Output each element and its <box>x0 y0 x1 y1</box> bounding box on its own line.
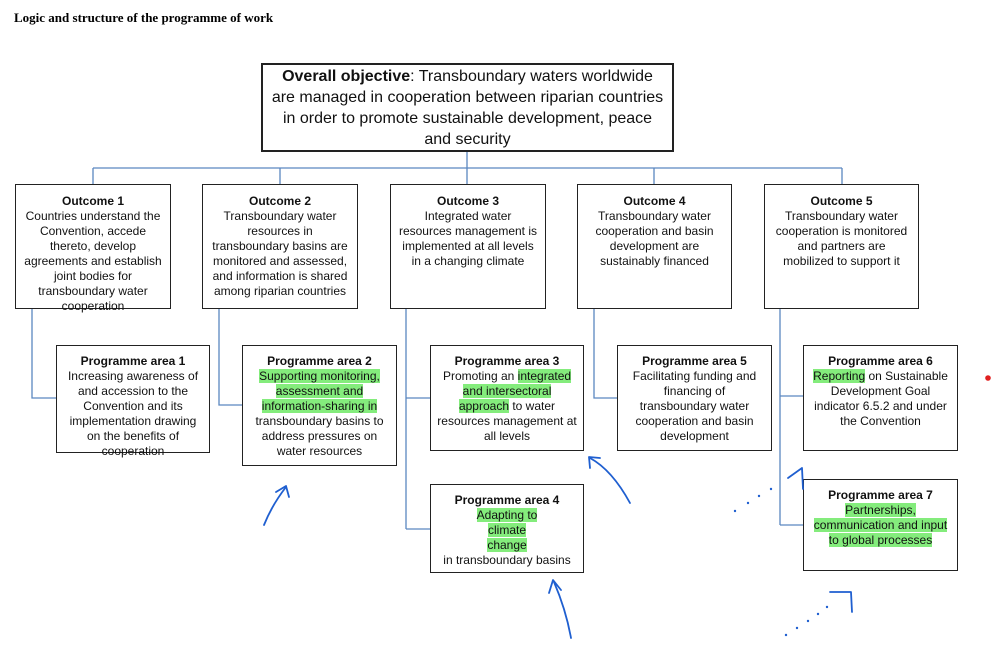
programme-area-3-text-before: Promoting an <box>442 369 518 383</box>
outcome-5-title: Outcome 5 <box>810 194 873 208</box>
programme-area-6-text: on Sustainable Development Goal indicato… <box>814 369 948 428</box>
outcome-2-title: Outcome 2 <box>248 194 311 208</box>
programme-area-7-highlight: Partnerships, communication and input to… <box>813 503 948 547</box>
programme-area-1-text: Increasing awareness of and accession to… <box>67 369 199 458</box>
ink-arrow-pa4 <box>553 581 572 639</box>
outcome-5-box: Outcome 5 Transboundary water cooperatio… <box>764 184 919 309</box>
programme-area-4-highlight: Adapting to climate change <box>476 508 538 552</box>
programme-area-2-box: Programme area 2 Supporting monitoring, … <box>242 345 397 466</box>
programme-area-7-title: Programme area 7 <box>828 488 933 502</box>
programme-area-3-title: Programme area 3 <box>454 354 560 368</box>
overall-objective-box: Overall objective: Transboundary waters … <box>261 63 674 152</box>
page-heading: Logic and structure of the programme of … <box>14 10 274 25</box>
programme-area-6-box: Programme area 6 Reporting on Sustainabl… <box>803 345 958 451</box>
programme-area-6-title: Programme area 6 <box>828 354 933 368</box>
programme-area-2-text: transboundary basins to address pressure… <box>255 414 384 458</box>
programme-area-1-title: Programme area 1 <box>80 354 186 368</box>
outcome-4-box: Outcome 4 Transboundary water cooperatio… <box>577 184 732 309</box>
programme-area-2-title: Programme area 2 <box>267 354 372 368</box>
programme-area-1-box: Programme area 1 Increasing awareness of… <box>56 345 210 458</box>
programme-area-7-box: Programme area 7 Partnerships, communica… <box>803 479 958 571</box>
outcome-2-box: Outcome 2 Transboundary water resources … <box>202 184 358 309</box>
outcome-1-text: Countries understand the Convention, acc… <box>24 209 162 313</box>
programme-area-4-text: in transboundary basins <box>443 553 571 567</box>
programme-area-3-text: to water resources management at all lev… <box>437 399 577 443</box>
programme-area-4-box: Programme area 4 Adapting to climate cha… <box>430 484 584 573</box>
outcome-2-text: Transboundary water resources in transbo… <box>212 209 348 298</box>
outcome-5-text: Transboundary water cooperation is monit… <box>775 209 908 268</box>
programme-area-4-title: Programme area 4 <box>454 493 560 507</box>
ink-arrow-pa3 <box>589 457 631 504</box>
outcome-3-box: Outcome 3 Integrated water resources man… <box>390 184 546 309</box>
objective-text: : Transboundary waters worldwide are man… <box>271 67 664 148</box>
ink-arrow-pa7 <box>787 467 804 490</box>
outcome-4-text: Transboundary water cooperation and basi… <box>595 209 714 268</box>
programme-area-5-box: Programme area 5 Facilitating funding an… <box>617 345 772 451</box>
outcome-4-title: Outcome 4 <box>623 194 686 208</box>
red-dot-marker <box>985 375 991 381</box>
programme-area-5-title: Programme area 5 <box>642 354 747 368</box>
outcome-1-title: Outcome 1 <box>61 194 124 208</box>
programme-area-3-box: Programme area 3 Promoting an integrated… <box>430 345 584 451</box>
ink-arrow-pa2 <box>263 486 287 526</box>
ink-corner-mark <box>829 591 853 613</box>
programme-area-2-highlight: Supporting monitoring, assessment and in… <box>259 369 380 413</box>
outcome-3-text: Integrated water resources management is… <box>398 209 538 268</box>
objective-label: Overall objective <box>282 67 411 85</box>
outcome-1-box: Outcome 1 Countries understand the Conve… <box>15 184 171 313</box>
programme-area-6-highlight: Reporting <box>813 369 866 383</box>
programme-area-5-text: Facilitating funding and financing of tr… <box>632 369 757 443</box>
outcome-3-title: Outcome 3 <box>436 194 499 208</box>
